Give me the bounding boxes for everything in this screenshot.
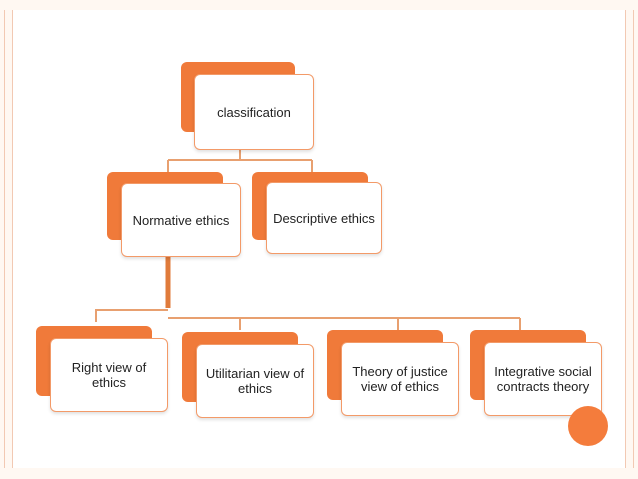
- node-descriptive-ethics: Descriptive ethics: [252, 172, 384, 256]
- node-classification: classification: [181, 62, 315, 154]
- node-social-contracts-label: Integrative social contracts theory: [494, 364, 592, 394]
- node-justice-view-label: Theory of justice view of ethics: [352, 364, 448, 394]
- node-right-view: Right view of ethics: [36, 326, 170, 414]
- decorative-orange-circle: [568, 406, 608, 446]
- node-classification-label: classification: [217, 104, 291, 120]
- node-social-contracts: Integrative social contracts theory: [470, 330, 604, 418]
- connector-level3-bus: [168, 317, 521, 330]
- node-normative-ethics-label: Normative ethics: [132, 212, 230, 228]
- node-utilitarian-view: Utilitarian view of ethics: [182, 332, 316, 420]
- node-descriptive-ethics-label: Descriptive ethics: [273, 210, 375, 226]
- node-normative-ethics: Normative ethics: [107, 172, 242, 260]
- connector-root-level2: [167, 148, 313, 175]
- node-utilitarian-view-label: Utilitarian view of ethics: [205, 366, 305, 396]
- node-right-view-label: Right view of ethics: [71, 360, 147, 390]
- node-justice-view: Theory of justice view of ethics: [327, 330, 461, 418]
- connector-normative-left: [95, 309, 168, 322]
